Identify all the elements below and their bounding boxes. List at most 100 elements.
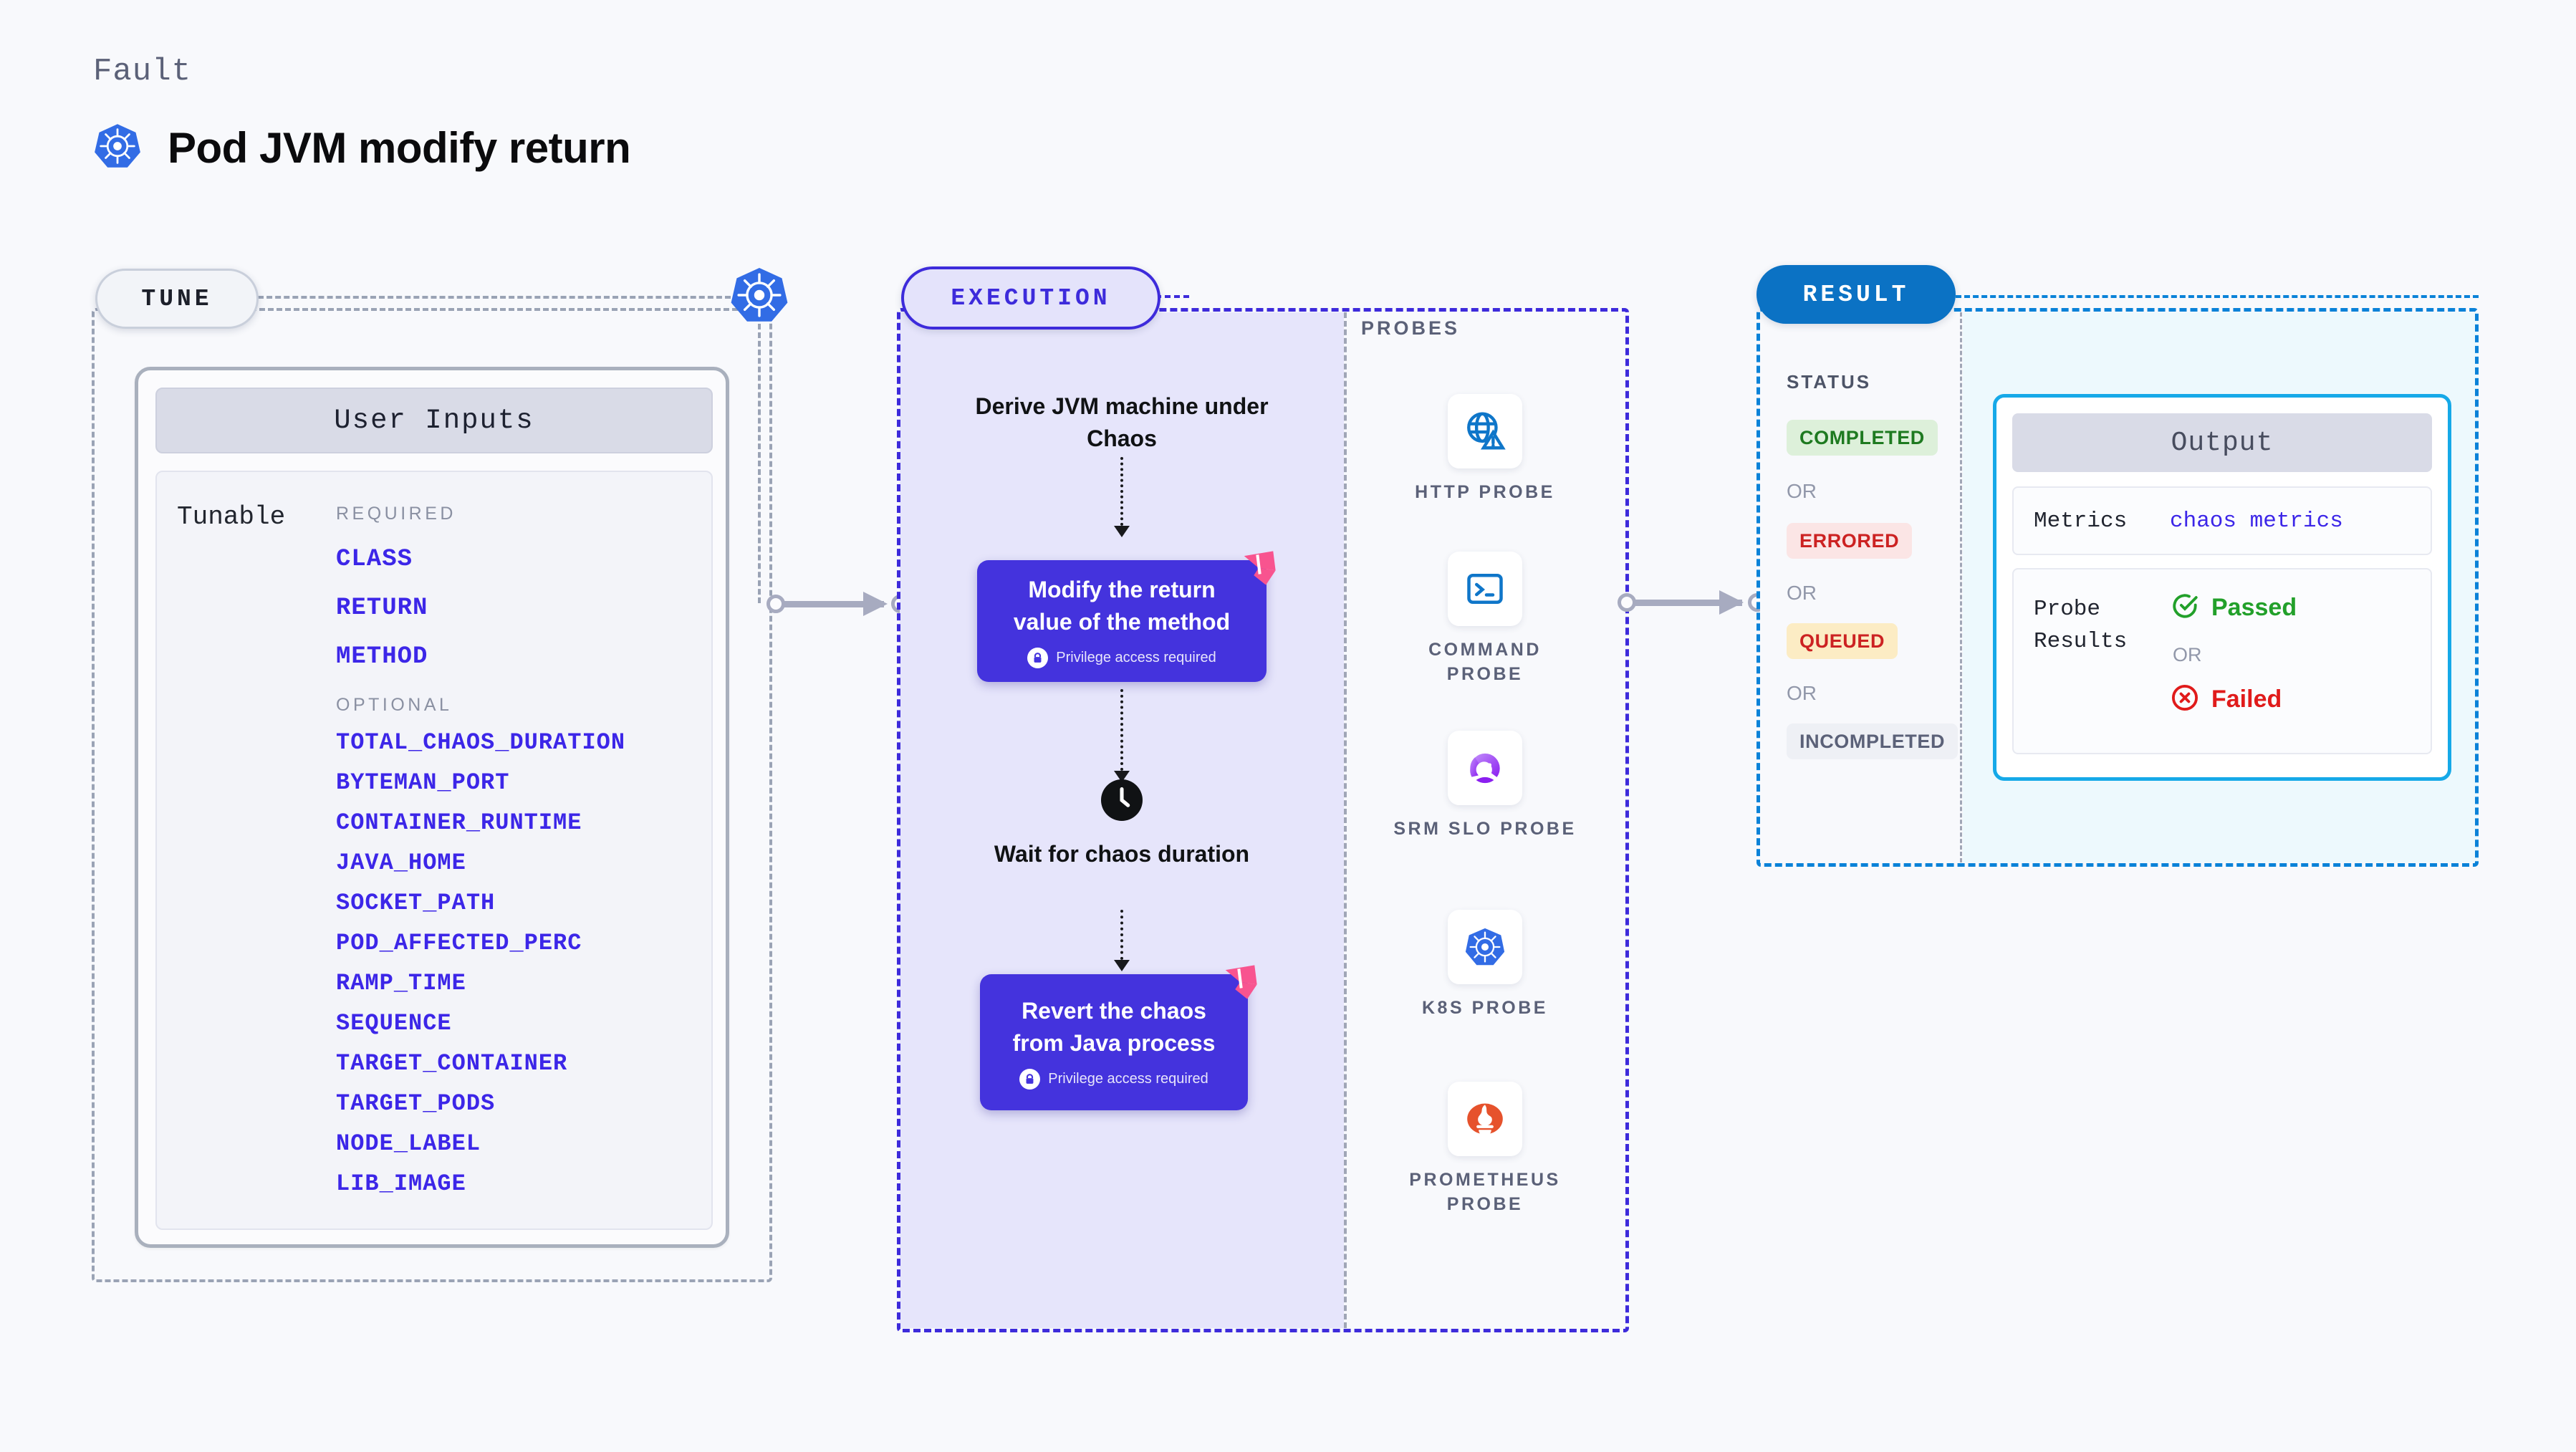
lock-icon [1027, 647, 1049, 668]
optional-parameter[interactable]: BYTEMAN_PORT [336, 769, 510, 796]
connector-tune-to-execution [766, 592, 910, 616]
probe-command[interactable]: COMMAND PROBE [1392, 552, 1578, 687]
step-revert-chaos-privilege: Privilege access required [1019, 1068, 1208, 1090]
kubernetes-icon [729, 265, 789, 325]
required-group-label: REQUIRED [336, 504, 456, 524]
status-column [1760, 312, 1962, 862]
optional-parameter[interactable]: TARGET_PODS [336, 1090, 496, 1117]
status-or-2: OR [1787, 582, 1817, 604]
status-or-3: OR [1787, 682, 1817, 704]
result-pill-label[interactable]: RESULT [1756, 265, 1956, 324]
wait-step-text: Wait for chaos duration [994, 841, 1250, 867]
tunable-label: Tunable [177, 502, 286, 532]
probe-command-label: COMMAND PROBE [1428, 640, 1542, 684]
user-inputs-title: User Inputs [155, 388, 713, 453]
connector-execution-to-result [1618, 590, 1767, 615]
output-title: Output [2012, 413, 2432, 472]
user-inputs-body: Tunable REQUIRED CLASS RETURN METHOD OPTIO… [155, 471, 713, 1230]
gauge-check-icon [1448, 731, 1522, 805]
flow-arrow-3-line [1120, 910, 1123, 960]
status-badge-incompleted: INCOMPLETED [1787, 723, 1959, 759]
optional-parameter[interactable]: POD_AFFECTED_PERC [336, 930, 582, 956]
optional-parameter[interactable]: NODE_LABEL [336, 1130, 481, 1157]
optional-parameter[interactable]: TOTAL_CHAOS_DURATION [336, 729, 626, 756]
clock-icon [1101, 779, 1143, 821]
execution-pill-label[interactable]: EXECUTION [901, 266, 1160, 330]
metrics-row: Metrics chaos metrics [2012, 486, 2432, 555]
required-parameter[interactable]: CLASS [336, 546, 413, 573]
derive-step-text: Derive JVM machine under Chaos [975, 393, 1269, 452]
optional-parameter[interactable]: RAMP_TIME [336, 970, 466, 996]
tune-panel [92, 308, 772, 1282]
status-badge-completed: COMPLETED [1787, 420, 1938, 456]
tune-vertical-dash [758, 324, 761, 603]
x-circle-icon [2170, 683, 2200, 716]
page-eyebrow: Fault [93, 54, 192, 90]
probes-panel [1344, 312, 1626, 1328]
optional-group-label: OPTIONAL [336, 695, 453, 715]
prometheus-flame-icon [1448, 1082, 1522, 1156]
execution-panel [897, 308, 1629, 1332]
probe-prometheus-label: PROMETHEUS PROBE [1409, 1170, 1561, 1214]
step-revert-chaos[interactable]: Revert the chaos from Java process Privi… [980, 965, 1257, 1110]
required-parameter[interactable]: METHOD [336, 643, 428, 670]
page-title: Pod JVM modify return [168, 124, 631, 172]
kubernetes-icon [93, 122, 142, 174]
probe-results-label: Probe Results [2034, 597, 2128, 654]
optional-parameter[interactable]: TARGET_CONTAINER [336, 1050, 568, 1077]
flow-arrow-3-head [1114, 960, 1130, 971]
optional-parameter[interactable]: JAVA_HOME [336, 850, 466, 876]
probe-srm-slo[interactable]: SRM SLO PROBE [1392, 731, 1578, 842]
litmus-flag-icon [1221, 963, 1259, 1001]
probe-results-row: Probe Results Passed OR Failed [2012, 568, 2432, 754]
probe-http[interactable]: HTTP PROBE [1392, 394, 1578, 505]
optional-parameter-list: TOTAL_CHAOS_DURATION BYTEMAN_PORT CONTAINE… [336, 729, 694, 1197]
execution-connector-dash [1146, 295, 1189, 298]
globe-warning-icon [1448, 394, 1522, 468]
status-label: STATUS [1787, 371, 1872, 393]
step-modify-return-title: Modify the return value of the method [1013, 577, 1231, 635]
probe-result-passed: Passed [2170, 591, 2297, 625]
metrics-label: Metrics [2034, 508, 2128, 534]
optional-parameter[interactable]: CONTAINER_RUNTIME [336, 809, 582, 836]
required-parameter-list: CLASS RETURN METHOD [336, 546, 694, 670]
probe-result-passed-label: Passed [2211, 594, 2297, 621]
terminal-icon [1448, 552, 1522, 626]
kubernetes-icon [1448, 910, 1522, 984]
page-header: Pod JVM modify return [93, 122, 631, 174]
flow-arrow-1-head [1114, 526, 1130, 537]
output-card: Output Metrics chaos metrics Probe Resul… [1993, 394, 2451, 781]
step-modify-return[interactable]: Modify the return value of the method Pr… [977, 551, 1276, 682]
probe-result-failed-label: Failed [2211, 686, 2282, 713]
status-or-1: OR [1787, 480, 1817, 502]
status-badge-errored: ERRORED [1787, 523, 1913, 559]
step-modify-return-privilege-text: Privilege access required [1056, 649, 1216, 665]
parameters-column: REQUIRED CLASS RETURN METHOD OPTIONAL TOTA… [336, 486, 694, 1211]
optional-parameter[interactable]: LIB_IMAGE [336, 1170, 466, 1197]
step-revert-chaos-privilege-text: Privilege access required [1048, 1070, 1208, 1087]
probe-k8s[interactable]: K8S PROBE [1392, 910, 1578, 1021]
result-panel [1756, 308, 2479, 867]
probe-result-or: OR [2173, 644, 2202, 665]
step-modify-return-privilege: Privilege access required [1027, 647, 1216, 668]
flow-arrow-2-line [1120, 689, 1123, 771]
probe-http-label: HTTP PROBE [1415, 482, 1555, 502]
metrics-value[interactable]: chaos metrics [2170, 508, 2343, 534]
probe-srm-slo-label: SRM SLO PROBE [1393, 819, 1577, 839]
tune-connector-dash [258, 296, 731, 299]
probe-k8s-label: K8S PROBE [1422, 998, 1548, 1018]
status-badge-queued: QUEUED [1787, 623, 1898, 659]
tune-pill-label[interactable]: TUNE [95, 269, 259, 329]
required-parameter[interactable]: RETURN [336, 595, 428, 622]
result-connector-dash [1956, 295, 2479, 298]
litmus-flag-icon [1239, 549, 1278, 587]
user-inputs-card: User Inputs Tunable REQUIRED CLASS RETURN… [135, 367, 729, 1248]
probe-result-failed: Failed [2170, 683, 2282, 716]
flow-arrow-1-line [1120, 457, 1123, 526]
optional-parameter[interactable]: SOCKET_PATH [336, 890, 496, 916]
lock-icon [1019, 1068, 1041, 1090]
check-circle-icon [2170, 591, 2200, 625]
optional-parameter[interactable]: SEQUENCE [336, 1010, 452, 1037]
probe-prometheus[interactable]: PROMETHEUS PROBE [1392, 1082, 1578, 1217]
step-revert-chaos-title: Revert the chaos from Java process [1012, 998, 1216, 1056]
